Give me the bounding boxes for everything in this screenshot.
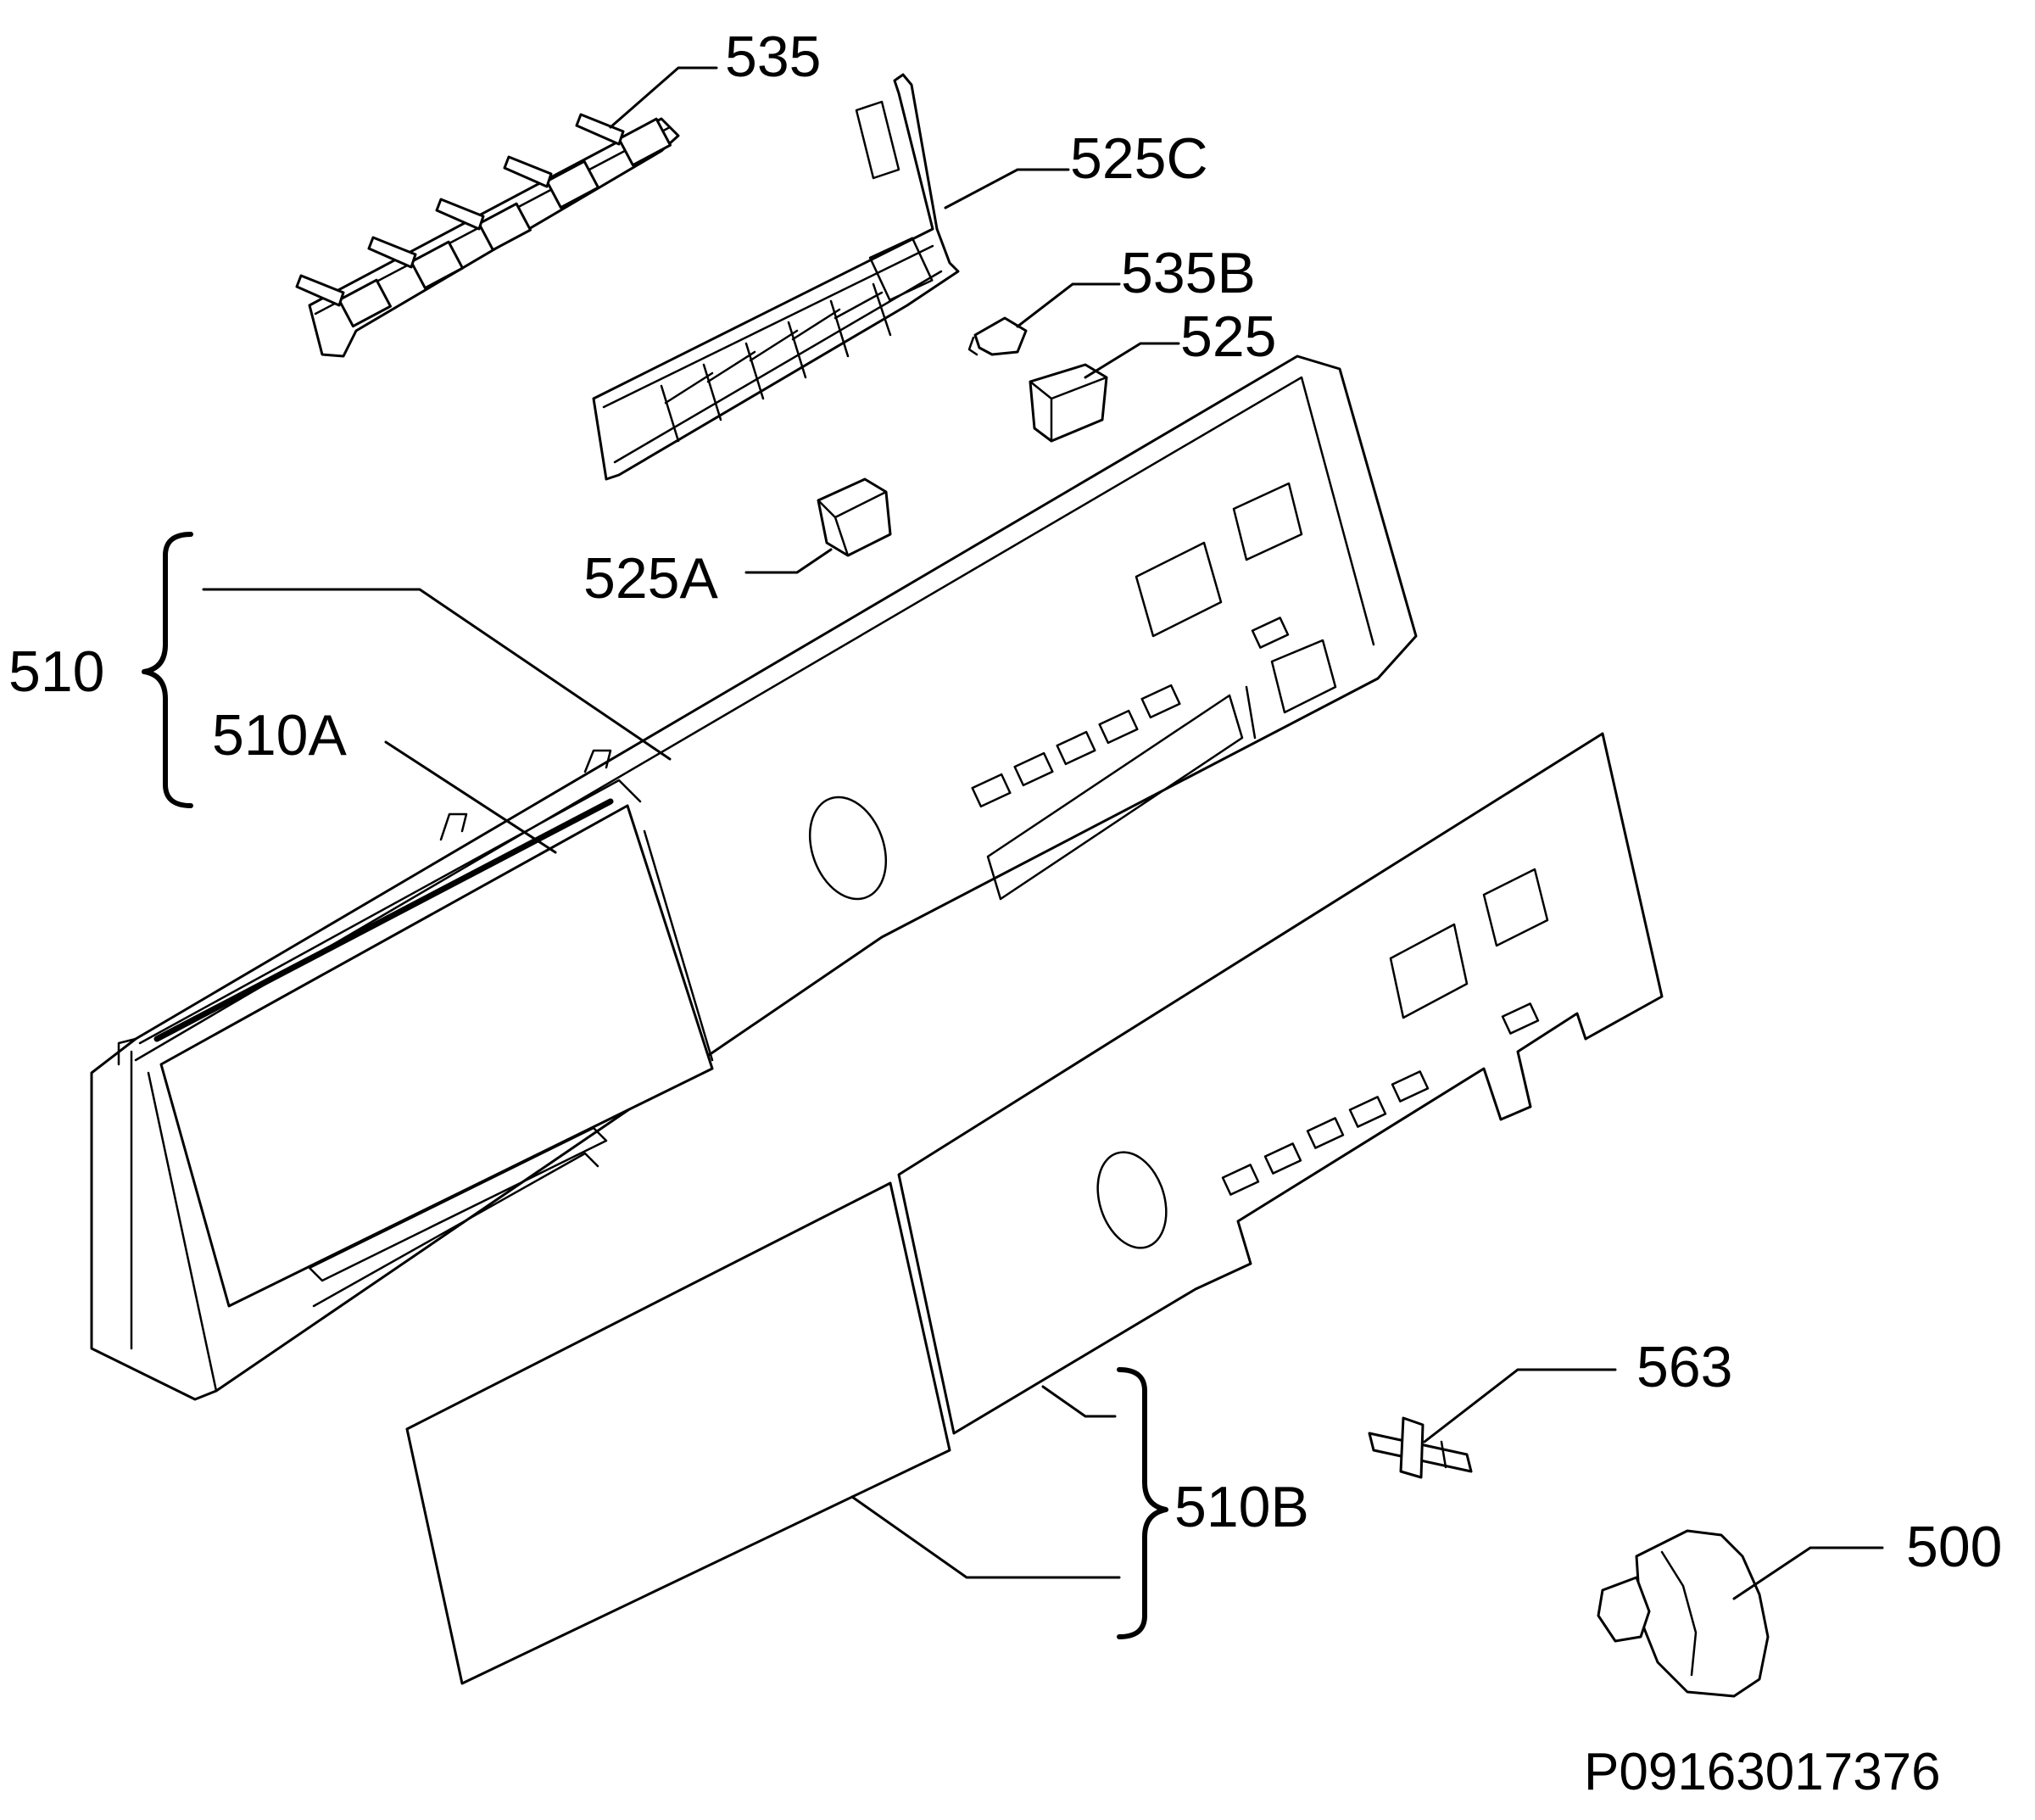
leader-563	[1423, 1368, 1617, 1443]
part-500-knob	[1597, 1529, 1770, 1698]
brace-510	[142, 532, 193, 808]
part-535B-clip	[967, 316, 1028, 356]
callout-510: 510	[8, 639, 104, 704]
reference-code: P09163017376	[1584, 1743, 1941, 1801]
callout-535B: 535B	[1121, 241, 1256, 305]
leader-510	[202, 588, 672, 761]
callout-525: 525	[1180, 304, 1276, 369]
rocker-button	[575, 113, 672, 167]
brace-510B	[1117, 1367, 1168, 1639]
rocker-button	[367, 236, 465, 290]
callout-535: 535	[725, 25, 821, 89]
part-563-pin	[1368, 1416, 1473, 1479]
part-510-control-panel	[90, 355, 1418, 1401]
leader-525C	[944, 168, 1070, 209]
rocker-button	[295, 274, 393, 328]
leader-535B	[1016, 282, 1121, 328]
rocker-button	[503, 155, 600, 209]
part-525A-push-button	[817, 477, 892, 557]
callout-510A: 510A	[212, 703, 347, 768]
leader-510B-a	[1041, 1385, 1117, 1418]
callout-525C: 525C	[1070, 126, 1208, 191]
leader-510B-b	[850, 1495, 1121, 1579]
part-510B-panel-overlay	[405, 732, 1664, 1685]
leader-lines	[202, 66, 1884, 1600]
leader-535	[609, 66, 718, 129]
callout-510B: 510B	[1174, 1475, 1309, 1539]
callout-500: 500	[1906, 1515, 2002, 1579]
part-525-push-button	[1029, 363, 1108, 443]
leader-500	[1732, 1546, 1884, 1600]
part-525C-switch-frame	[592, 73, 960, 481]
leader-510A	[384, 740, 557, 854]
leader-525A	[744, 548, 833, 574]
callout-563: 563	[1636, 1335, 1732, 1399]
part-535-button-strip	[295, 113, 680, 358]
leader-525	[1084, 342, 1180, 379]
rocker-button	[435, 198, 532, 252]
callout-525A: 525A	[583, 546, 718, 611]
